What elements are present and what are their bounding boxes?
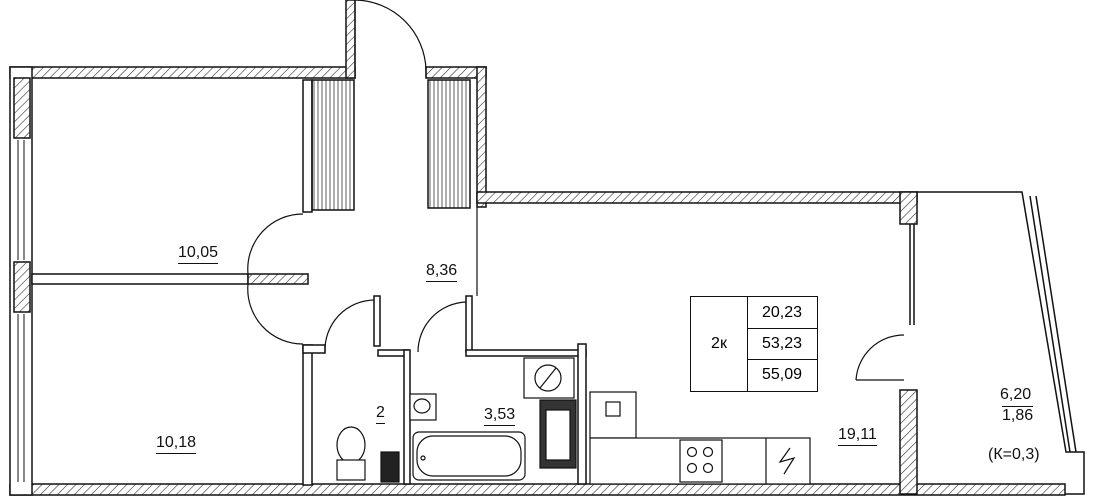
balcony-reduced-area: 1,86 <box>1002 406 1034 424</box>
balcony-outline <box>909 191 1085 495</box>
room-area-kitchen-living: 19,11 <box>838 426 877 446</box>
total-area: 53,23 <box>747 328 817 360</box>
entrance-door <box>354 0 427 78</box>
balcony-coefficient: (К=0,3) <box>988 446 1040 463</box>
total-area-with-balcony: 55,09 <box>761 365 803 383</box>
room-area-bedroom-bottom: 10,18 <box>156 434 197 454</box>
kitchen <box>589 391 811 485</box>
room-area-hall: 8,36 <box>426 262 458 282</box>
door-arcs <box>247 207 905 381</box>
balcony-area: 6,20 <box>1000 386 1032 403</box>
room-area-wc: 2 <box>376 404 385 424</box>
walls <box>9 0 1066 496</box>
room-area-bath: 3,53 <box>484 406 516 426</box>
rooms-count: 2к <box>691 297 748 391</box>
room-area-bedroom-top: 10,05 <box>178 244 219 264</box>
living-area: 20,23 <box>747 297 817 329</box>
area-summary-table: 2к 20,23 53,23 55,09 <box>690 296 818 392</box>
fixtures <box>336 357 577 483</box>
left-windows <box>17 140 25 482</box>
